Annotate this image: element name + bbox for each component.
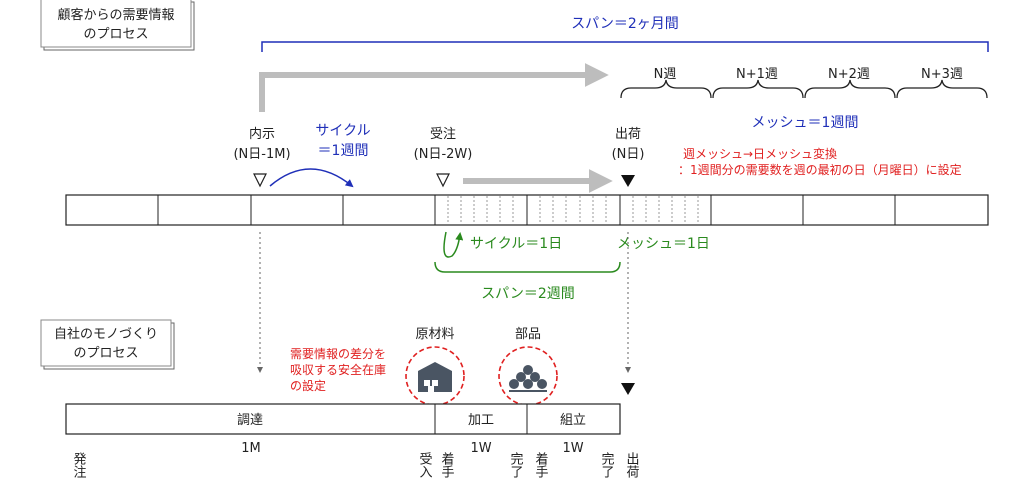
kumitate-label: 組立 [560,413,586,428]
cycle-week-arrow [269,168,354,188]
mesh-week-label: メッシュ＝1週間 [752,115,859,131]
customer-box-line2: のプロセス [83,27,148,42]
safety-note-line2: 吸収する安全在庫 [290,362,386,377]
parts-label: 部品 [515,327,541,342]
shukka-bottom-label: 出荷 [624,452,640,478]
span-2months-bracket [261,41,989,52]
shukka-label: 出荷 [615,127,641,142]
conversion-note-line2: ：1週間分の需要数を週の最初の日（月曜日）に設定 [678,162,962,177]
span-2weeks-bracket [434,261,621,273]
week-label-n: N週 [654,67,677,82]
kako-label: 加工 [468,413,494,428]
cycle-day-label: サイクル＝1日 [470,236,562,252]
own-box-line1: 自社のモノづくり [54,326,158,342]
parts-icon [509,365,547,392]
juchu-label: 受注 [430,127,456,142]
customer-process-box: 顧客からの需要情報 のプロセス [40,0,195,51]
one-week-2-label: 1W [562,441,583,456]
customer-box-line1: 顧客からの需要情報 [57,7,174,23]
shukka-marker-bottom [621,383,635,395]
safety-note-line3: の設定 [290,378,326,393]
raw-material-circle [405,346,465,406]
one-week-1-label: 1W [470,441,491,456]
shukka-marker [621,175,635,187]
parts-circle [498,346,558,406]
raw-material-label: 原材料 [415,327,454,342]
kanryo-2-label: 完了 [599,452,615,478]
timeline-bar [65,194,989,226]
week-braces [620,79,988,99]
week-label-n2: N+2週 [828,67,870,82]
process-bar: 調達 加工 組立 [65,403,621,435]
own-box-line2: のプロセス [73,346,138,361]
naiji-marker [253,173,267,188]
cycle-day-arrow [443,231,464,258]
own-process-box: 自社のモノづくり のプロセス [40,319,175,370]
juchu-when: (N日-2W) [414,147,473,162]
chakushu-2-label: 着手 [533,451,549,478]
span-2months-label: スパン＝2ヶ月間 [571,16,679,32]
conversion-note-line1: 週メッシュ→日メッシュ変換 [683,146,837,161]
warehouse-icon [418,362,452,392]
span-2weeks-label: スパン＝2週間 [481,286,575,302]
cycle-week-line1: サイクル [315,123,370,139]
chotatsu-label: 調達 [237,413,263,428]
juchu-marker [436,173,450,188]
kanryo-1-label: 完了 [508,452,524,478]
safety-note-line1: 需要情報の差分を [290,347,386,361]
one-month-label: 1M [241,441,261,456]
week-label-n3: N+3週 [921,67,963,82]
ukeire-label: 受入 [417,452,433,478]
naiji-label: 内示 [249,126,275,142]
naiji-when: (N日-1M) [233,147,290,162]
mesh-day-label: メッシュ＝1日 [617,236,710,252]
hatchu-label: 発注 [71,452,87,479]
gray-flow-arrow-top [259,63,609,112]
week-label-n1: N+1週 [736,67,778,82]
shukka-when: (N日) [612,147,645,162]
cycle-week-line2: ＝1週間 [318,143,369,159]
chakushu-1-label: 着手 [439,451,455,478]
